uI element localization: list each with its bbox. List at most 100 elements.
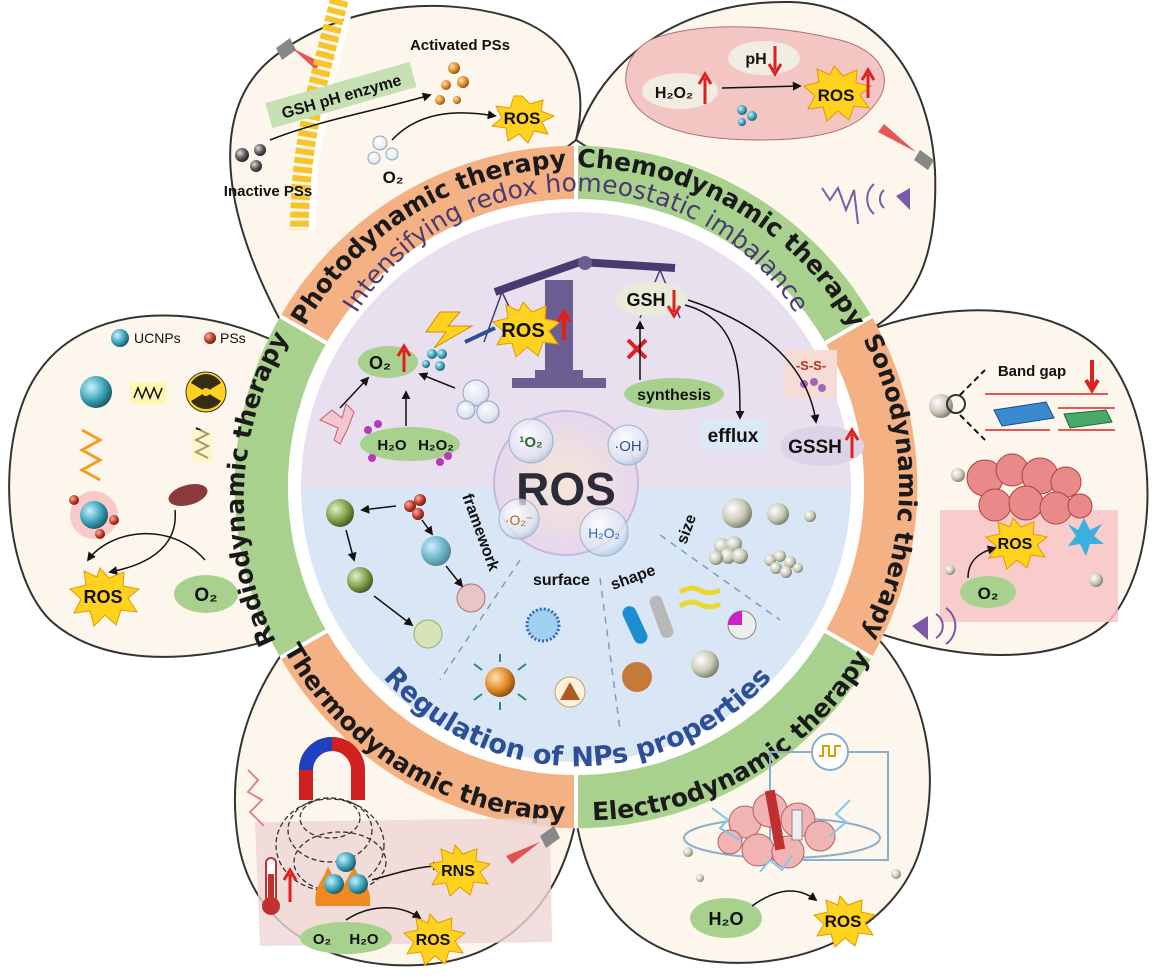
up-arrow-icon xyxy=(396,343,412,372)
ultrasound-icon xyxy=(912,616,928,640)
redox-h2o-label: H₂O xyxy=(377,437,406,454)
bubbles-icon xyxy=(456,379,500,424)
framework-np-icon xyxy=(456,583,486,613)
down-arrow-icon xyxy=(666,290,682,319)
inhibit-x-icon xyxy=(626,338,648,360)
activated-ps-icon xyxy=(435,62,469,105)
ring-segment-sonodynamic xyxy=(825,316,918,658)
tumor-tissue-icon xyxy=(625,26,885,141)
sdt-band-gap-label: Band gap xyxy=(998,363,1066,380)
tdt-h2o-label: H₂O xyxy=(349,931,378,948)
species-superoxide: ·O₂⁻ xyxy=(505,512,533,528)
laser-icon xyxy=(276,38,296,60)
ring-segment-thermodynamic xyxy=(280,631,576,829)
ros-burst-icon xyxy=(402,912,467,966)
lightning-icon xyxy=(425,311,474,349)
magnet-icon xyxy=(299,737,365,800)
tdt-petal-content: RNS O₂ H₂O ROS xyxy=(246,737,560,966)
redox-synthesis-label: synthesis xyxy=(637,387,711,404)
framework-np-icon xyxy=(347,567,373,593)
sdt-ros-label: ROS xyxy=(998,536,1033,553)
wire-np-icon xyxy=(678,585,722,610)
ros-burst-icon xyxy=(812,894,877,948)
electrode-icon xyxy=(791,809,803,841)
wave-icon xyxy=(246,769,265,827)
ros-burst-icon xyxy=(490,95,556,144)
up-arrow-icon xyxy=(697,71,713,104)
sdt-o2-label: O₂ xyxy=(978,584,999,603)
pdt-activated-label: Activated PSs xyxy=(410,37,510,54)
size-np-icon xyxy=(722,498,752,528)
rdt-pss-label: PSs xyxy=(220,330,246,346)
cdt-ph-label: pH xyxy=(745,51,766,68)
electrode-icon xyxy=(764,789,786,851)
down-arrow-icon xyxy=(767,46,783,77)
ps-legend-icon xyxy=(204,332,216,344)
ring-segment-chemodynamic xyxy=(576,145,872,343)
framework-np-icon xyxy=(421,536,451,566)
surface-np-icon xyxy=(525,607,561,643)
nanoparticle-cluster-icon xyxy=(737,105,757,126)
redox-efflux-label: efflux xyxy=(708,426,759,447)
inactive-ps-icon xyxy=(235,144,266,172)
down-arrow-icon xyxy=(1084,360,1100,394)
redox-section: ROS O₂ H₂O H₂O₂ GSH xyxy=(319,256,864,466)
petal-left xyxy=(8,314,301,658)
ucnp-icon xyxy=(80,376,112,408)
edt-ros-label: ROS xyxy=(825,912,862,931)
ring-segment-photodynamic xyxy=(280,145,576,343)
np-properties-section: framework surface shape size xyxy=(326,492,816,731)
redox-gsh-label: GSH xyxy=(626,290,665,310)
cdt-ros-label: ROS xyxy=(818,86,855,105)
nanoparticle-cluster-icon xyxy=(404,494,426,520)
species-hydroxyl: ·OH xyxy=(614,438,642,455)
species-h2o2: H₂O₂ xyxy=(588,525,620,541)
nanoparticle-cluster-icon xyxy=(709,536,803,578)
wave-icon xyxy=(821,185,859,225)
laser-icon xyxy=(540,826,560,848)
porous-np-icon xyxy=(622,662,652,692)
framework-np-icon xyxy=(413,619,443,649)
crystal-lattice-icon xyxy=(1063,409,1113,429)
ros-burst-icon xyxy=(984,517,1049,570)
tissue-icon xyxy=(255,818,552,946)
nanoparticle-cluster-icon xyxy=(422,349,447,371)
ros-burst-upper: ROS xyxy=(491,301,572,358)
porous-np-icon xyxy=(168,484,208,506)
ring-segment-radiodynamic xyxy=(234,316,327,658)
sdt-petal-content: Band gap ROS O₂ xyxy=(912,360,1118,645)
pdt-ros-label: ROS xyxy=(504,109,541,128)
ucnp-legend-icon xyxy=(111,329,129,347)
redox-o2-label: O₂ xyxy=(369,353,391,373)
tdt-ros-label: ROS xyxy=(416,932,451,949)
redox-gssh-label: GSSH xyxy=(788,437,842,458)
nanoparticle-cluster-icon xyxy=(324,852,368,894)
tumor-cell-icon xyxy=(966,453,1093,525)
ros-burst-icon xyxy=(68,567,141,627)
size-np-icon xyxy=(804,510,816,522)
ring-segment-electrodynamic xyxy=(576,631,872,829)
ros-upper-label: ROS xyxy=(501,320,544,342)
ros-core: ROS ¹O₂ ·OH ·O₂⁻ H₂O₂ xyxy=(493,410,649,557)
size-np-icon xyxy=(767,503,789,525)
tree-icon xyxy=(319,403,355,445)
electric-discharge-icon xyxy=(711,799,851,873)
sphere-np-icon xyxy=(691,650,719,678)
crystal-lattice-icon xyxy=(993,401,1055,427)
cdt-h2o2-label: H₂O₂ xyxy=(655,85,693,102)
species-singlet-oxygen: ¹O₂ xyxy=(519,434,542,451)
rns-burst-icon xyxy=(427,843,492,897)
up-arrow-icon xyxy=(844,427,860,458)
pdt-o2-label: O₂ xyxy=(383,168,404,187)
pdt-inactive-label: Inactive PSs xyxy=(224,183,312,200)
tdt-o2-label: O₂ xyxy=(313,931,331,948)
cdt-petal-content: pH H₂O₂ ROS xyxy=(625,26,934,225)
wave-icon xyxy=(78,428,104,482)
rdt-ros-label: ROS xyxy=(83,587,122,607)
edt-h2o-label: H₂O xyxy=(709,909,744,929)
ros-burst-icon xyxy=(802,65,873,122)
edt-petal-content: H₂O ROS xyxy=(683,733,901,948)
redox-disulfide-label: -S-S- xyxy=(796,358,826,373)
np-surface-label: surface xyxy=(533,572,590,589)
